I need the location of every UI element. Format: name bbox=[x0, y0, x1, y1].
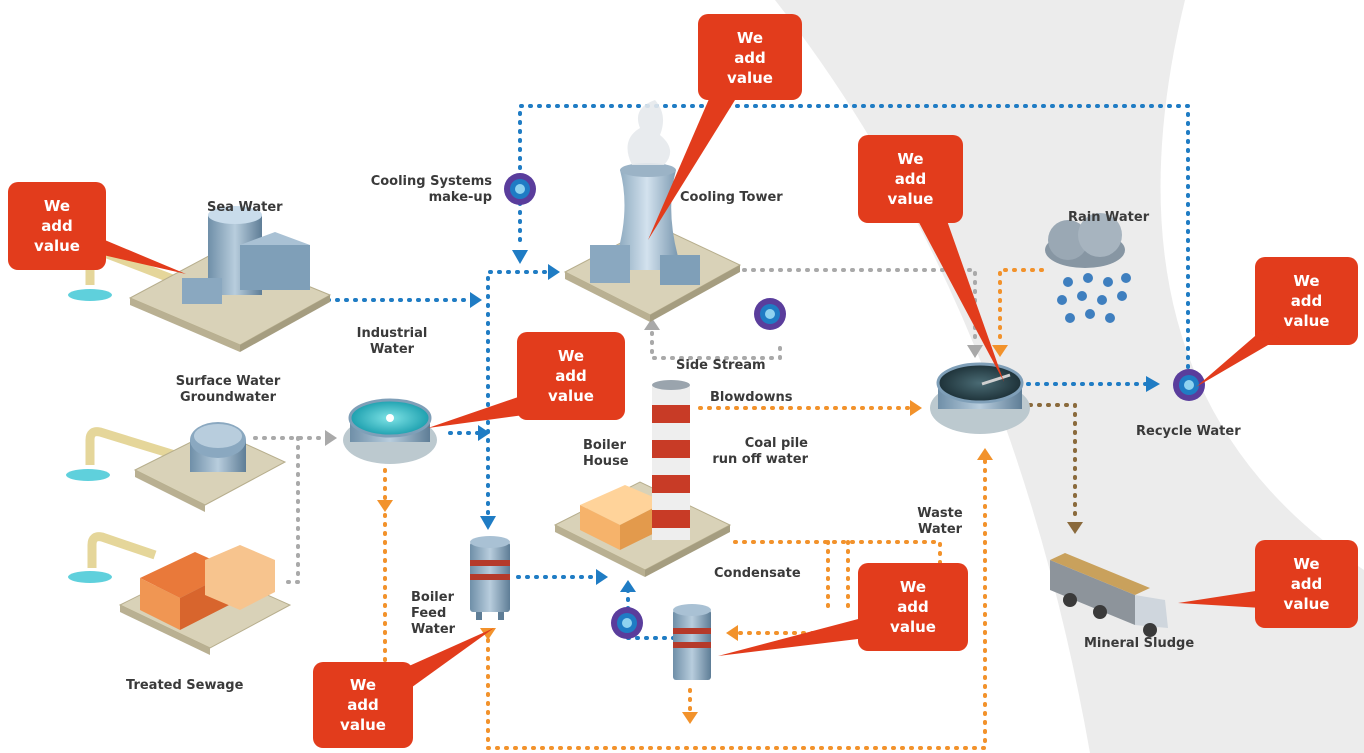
label-cooling-systems-makeup: Cooling Systems make-up bbox=[370, 174, 492, 205]
label-condensate: Condensate bbox=[714, 566, 801, 581]
label-sea-water: Sea Water bbox=[207, 200, 283, 215]
label-coal-pile: Coal pile run off water bbox=[712, 436, 808, 467]
cooling-tower bbox=[563, 100, 742, 322]
badge-icon bbox=[611, 607, 643, 639]
rain-cloud bbox=[1045, 213, 1131, 323]
condensate-tank bbox=[673, 604, 711, 680]
badge-icon bbox=[1173, 369, 1205, 401]
waste-water-tank bbox=[930, 362, 1030, 434]
process-badges bbox=[504, 173, 1205, 639]
badge-icon bbox=[504, 173, 536, 205]
industrial-water-tank bbox=[343, 398, 437, 464]
label-waste-water: Waste Water bbox=[917, 506, 963, 537]
callout-mineral-sludge bbox=[1178, 540, 1358, 628]
callout-text-sea-water: We add value bbox=[34, 197, 80, 255]
flow-arrows bbox=[325, 250, 1160, 724]
label-treated-sewage: Treated Sewage bbox=[126, 678, 244, 693]
label-blowdowns: Blowdowns bbox=[710, 390, 793, 405]
callout-text-condensate: We add value bbox=[890, 578, 936, 636]
callout-text-boiler-feed-water: We add value bbox=[340, 676, 386, 734]
badge-icon bbox=[754, 298, 786, 330]
callout-sea-water bbox=[8, 182, 186, 274]
mineral-sludge-truck bbox=[1050, 553, 1168, 637]
label-side-stream: Side Stream bbox=[676, 358, 766, 373]
label-industrial-water: Industrial Water bbox=[356, 326, 428, 357]
label-rain-water: Rain Water bbox=[1068, 210, 1150, 225]
callout-boiler-feed-water bbox=[313, 628, 494, 748]
label-mineral-sludge: Mineral Sludge bbox=[1084, 636, 1195, 651]
callout-text-industrial-water: We add value bbox=[548, 347, 594, 405]
boiler-feed-water-tank bbox=[470, 536, 510, 620]
label-surface-water: Surface Water Groundwater bbox=[175, 374, 281, 405]
callout-text-mineral-sludge: We add value bbox=[1283, 555, 1330, 613]
boiler-house bbox=[553, 380, 732, 577]
treated-sewage-plant bbox=[68, 532, 292, 655]
callout-industrial-water bbox=[428, 332, 625, 428]
callout-text-cooling-tower: We add value bbox=[727, 29, 773, 87]
callout-text-recycle-water: We add value bbox=[1283, 272, 1330, 330]
label-boiler-feed-water: Boiler Feed Water bbox=[411, 590, 456, 637]
label-recycle-water: Recycle Water bbox=[1136, 424, 1241, 439]
label-boiler-house: Boiler House bbox=[583, 438, 629, 469]
callout-condensate bbox=[718, 563, 968, 656]
callout-waste-water-tank bbox=[858, 135, 1004, 382]
surface-water-plant bbox=[66, 422, 287, 512]
callouts bbox=[8, 14, 1358, 748]
callout-cooling-tower bbox=[648, 14, 802, 240]
sea-water-plant bbox=[68, 206, 332, 352]
callout-recycle-water bbox=[1196, 257, 1358, 387]
label-cooling-tower: Cooling Tower bbox=[680, 190, 783, 205]
callout-text-waste-water-tank: We add value bbox=[887, 150, 934, 208]
